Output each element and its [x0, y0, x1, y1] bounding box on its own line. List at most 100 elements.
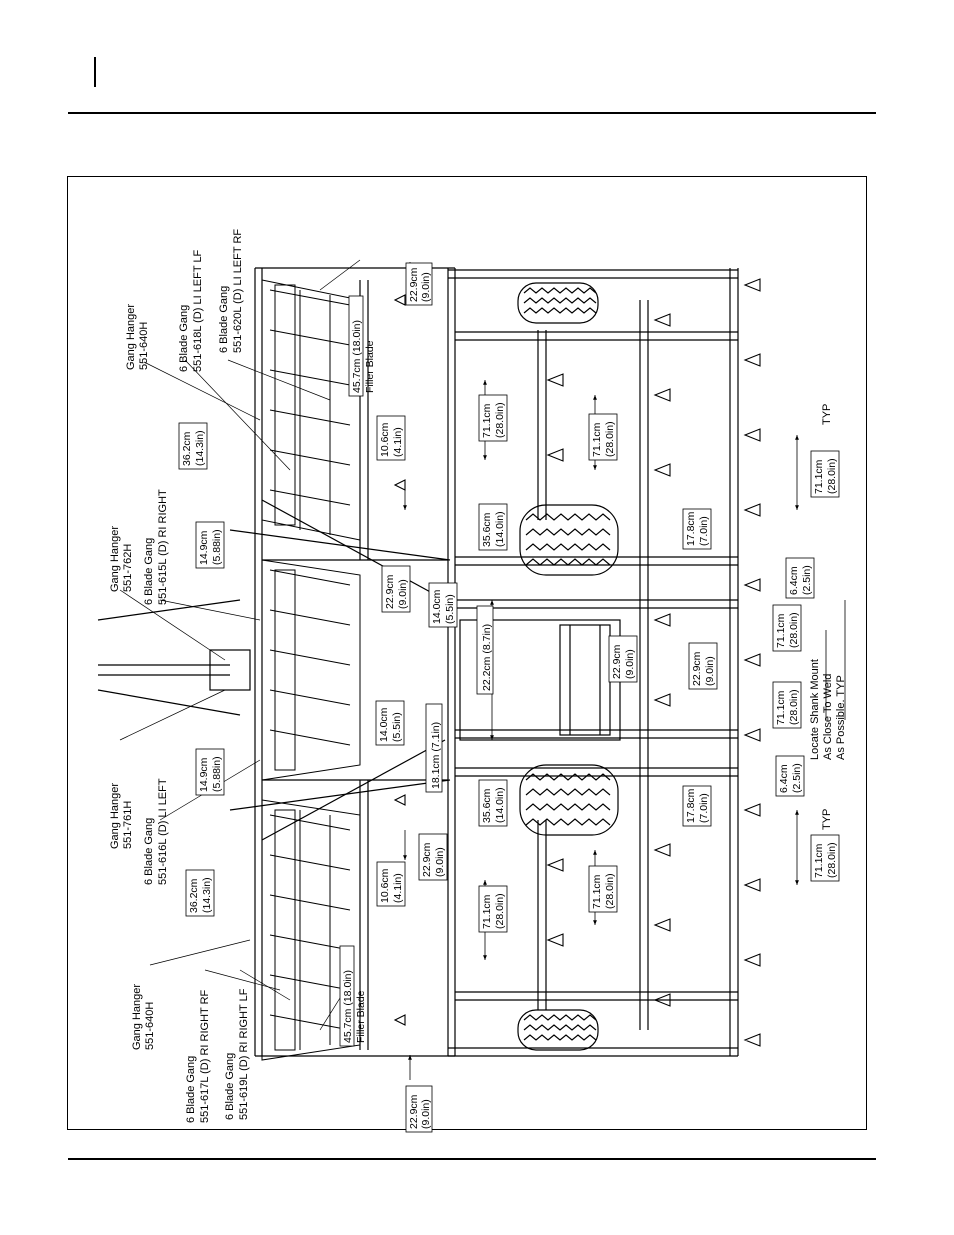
- label-gang-hanger-640h-top: Gang Hanger 551-640H: [125, 304, 150, 370]
- svg-text:(4.1in): (4.1in): [392, 427, 404, 457]
- label-gang-616l: 6 Blade Gang 551-616L (D) LI LEFT: [143, 778, 169, 885]
- svg-text:(5.88in): (5.88in): [211, 756, 223, 792]
- header-rule: [68, 112, 876, 114]
- svg-text:6.4cm: 6.4cm: [778, 764, 790, 793]
- svg-text:71.1cm: 71.1cm: [481, 403, 493, 438]
- dim-106-bottom: 10.6cm (4.1in): [376, 861, 406, 907]
- svg-text:(14.3in): (14.3in): [201, 877, 213, 913]
- svg-text:10.6cm: 10.6cm: [379, 422, 391, 457]
- svg-text:14.9cm: 14.9cm: [198, 757, 210, 792]
- svg-text:(9.0in): (9.0in): [420, 272, 432, 302]
- svg-text:35.6cm: 35.6cm: [481, 512, 493, 547]
- tire-top: [517, 282, 599, 324]
- dim-106-top: 10.6cm (4.1in): [376, 415, 406, 461]
- svg-text:Gang Hanger: Gang Hanger: [109, 783, 121, 849]
- label-gang-hanger-640h-bottom: Gang Hanger 551-640H: [131, 984, 156, 1050]
- dim-149-bottom: 14.9cm (5.88in): [195, 748, 225, 796]
- svg-text:(28.0in): (28.0in): [826, 842, 838, 878]
- dim-356-top: 35.6cm (14.0in): [478, 503, 508, 551]
- svg-text:551-618L (D) LI LEFT LF: 551-618L (D) LI LEFT LF: [192, 249, 204, 372]
- svg-text:71.1cm: 71.1cm: [481, 894, 493, 929]
- leader-lines: [119, 259, 361, 1031]
- dim-711-c: 71.1cm (28.0in): [588, 413, 618, 461]
- dim-229-mid-c: 22.9cm (9.0in): [608, 635, 638, 683]
- label-gang-hanger-762h: Gang Hanger 551-762H: [109, 526, 134, 592]
- dim-457-top: 45.7cm (18.0in) Filler Blade: [348, 295, 376, 397]
- svg-text:6.4cm: 6.4cm: [788, 566, 800, 595]
- svg-text:17.8cm: 17.8cm: [685, 511, 697, 546]
- part-labels: Gang Hanger 551-640H 6 Blade Gang 551-61…: [109, 229, 847, 1123]
- label-gang-619l: 6 Blade Gang 551-619L (D) RI RIGHT LF: [224, 988, 250, 1120]
- svg-text:22.2cm (8.7in): 22.2cm (8.7in): [481, 624, 493, 691]
- svg-text:45.7cm (18.0in): 45.7cm (18.0in): [342, 970, 354, 1043]
- tire-mid-top: [519, 504, 619, 576]
- dim-711-typ-top: 71.1cm (28.0in): [810, 450, 840, 498]
- dim-711-e: 71.1cm (28.0in): [772, 604, 802, 652]
- svg-text:22.9cm: 22.9cm: [384, 574, 396, 609]
- label-gang-620l: 6 Blade Gang 551-620L (D) LI LEFT RF: [218, 229, 244, 353]
- dim-229-mid-d: 22.9cm (9.0in): [688, 642, 718, 690]
- svg-text:(9.0in): (9.0in): [704, 656, 716, 686]
- svg-text:(28.0in): (28.0in): [788, 689, 800, 725]
- svg-text:6 Blade Gang: 6 Blade Gang: [185, 1056, 197, 1123]
- svg-text:(14.0in): (14.0in): [494, 511, 506, 547]
- svg-text:14.9cm: 14.9cm: [198, 530, 210, 565]
- svg-text:(5.5in): (5.5in): [444, 594, 456, 624]
- label-gang-618l: 6 Blade Gang 551-618L (D) LI LEFT LF: [178, 249, 204, 372]
- svg-text:551-640H: 551-640H: [144, 1002, 156, 1050]
- svg-text:(28.0in): (28.0in): [494, 893, 506, 929]
- dim-64-top: 6.4cm (2.5in): [785, 557, 815, 599]
- svg-text:(28.0in): (28.0in): [826, 458, 838, 494]
- svg-text:(4.1in): (4.1in): [392, 873, 404, 903]
- svg-text:36.2cm: 36.2cm: [188, 878, 200, 913]
- svg-text:Filler Blade: Filler Blade: [355, 990, 367, 1043]
- disk-gangs-top: [261, 279, 361, 541]
- svg-text:(28.0in): (28.0in): [604, 873, 616, 909]
- svg-text:(2.5in): (2.5in): [801, 565, 813, 595]
- label-gang-hanger-761h: Gang Hanger 551-761H: [109, 783, 134, 849]
- svg-text:22.9cm: 22.9cm: [408, 267, 420, 302]
- svg-text:22.9cm: 22.9cm: [408, 1094, 420, 1129]
- tire-mid-bottom: [519, 764, 619, 836]
- svg-text:45.7cm (18.0in): 45.7cm (18.0in): [351, 320, 363, 393]
- svg-text:71.1cm: 71.1cm: [813, 459, 825, 494]
- label-gang-615l: 6 Blade Gang 551-615L (D) RI RIGHT: [143, 489, 169, 605]
- svg-text:TYP: TYP: [821, 809, 833, 830]
- svg-text:(5.5in): (5.5in): [391, 712, 403, 742]
- svg-text:551-615L (D) RI RIGHT: 551-615L (D) RI RIGHT: [157, 489, 169, 605]
- svg-text:6 Blade Gang: 6 Blade Gang: [224, 1053, 236, 1120]
- dim-711-a: 71.1cm (28.0in): [478, 394, 508, 442]
- svg-text:Filler Blade: Filler Blade: [364, 340, 376, 393]
- svg-text:14.0cm: 14.0cm: [431, 589, 443, 624]
- svg-text:(9.0in): (9.0in): [420, 1099, 432, 1129]
- svg-text:551-761H: 551-761H: [122, 801, 134, 849]
- dim-229-top: 22.9cm (9.0in): [405, 262, 433, 306]
- dim-711-typ-bottom: 71.1cm (28.0in): [810, 834, 840, 882]
- label-gang-617l: 6 Blade Gang 551-617L (D) RI RIGHT RF: [185, 989, 211, 1123]
- svg-text:71.1cm: 71.1cm: [813, 843, 825, 878]
- drawing-frame: [67, 176, 867, 1130]
- label-shank-note: Locate Shank Mount As Close To Weld As P…: [809, 659, 847, 760]
- svg-text:(9.0in): (9.0in): [624, 649, 636, 679]
- svg-text:35.6cm: 35.6cm: [481, 788, 493, 823]
- dim-362-top: 36.2cm (14.3in): [178, 422, 208, 470]
- tire-bottom: [517, 1009, 599, 1051]
- dim-457-bottom: 45.7cm (18.0in) Filler Blade: [339, 945, 367, 1047]
- svg-text:18.1cm (7.1in): 18.1cm (7.1in): [430, 722, 442, 789]
- svg-text:Gang Hanger: Gang Hanger: [131, 984, 143, 1050]
- shanks: [393, 278, 761, 1047]
- svg-text:551-616L (D) LI LEFT: 551-616L (D) LI LEFT: [157, 778, 169, 885]
- svg-text:22.9cm: 22.9cm: [691, 651, 703, 686]
- dim-711-d: 71.1cm (28.0in): [588, 865, 618, 913]
- dim-362-bottom: 36.2cm (14.3in): [185, 869, 215, 917]
- label-typ-bottom: TYP: [821, 809, 833, 830]
- svg-text:71.1cm: 71.1cm: [775, 690, 787, 725]
- dim-181: 18.1cm (7.1in): [425, 703, 443, 793]
- svg-text:551-762H: 551-762H: [122, 544, 134, 592]
- label-typ-top: TYP: [821, 404, 833, 425]
- svg-text:14.0cm: 14.0cm: [378, 707, 390, 742]
- svg-text:71.1cm: 71.1cm: [591, 874, 603, 909]
- frame-structure: [97, 267, 739, 1057]
- svg-text:(14.0in): (14.0in): [494, 787, 506, 823]
- dimension-labels: 22.9cm (9.0in) 22.9cm (9.0in) 45.7cm (18…: [178, 262, 840, 1133]
